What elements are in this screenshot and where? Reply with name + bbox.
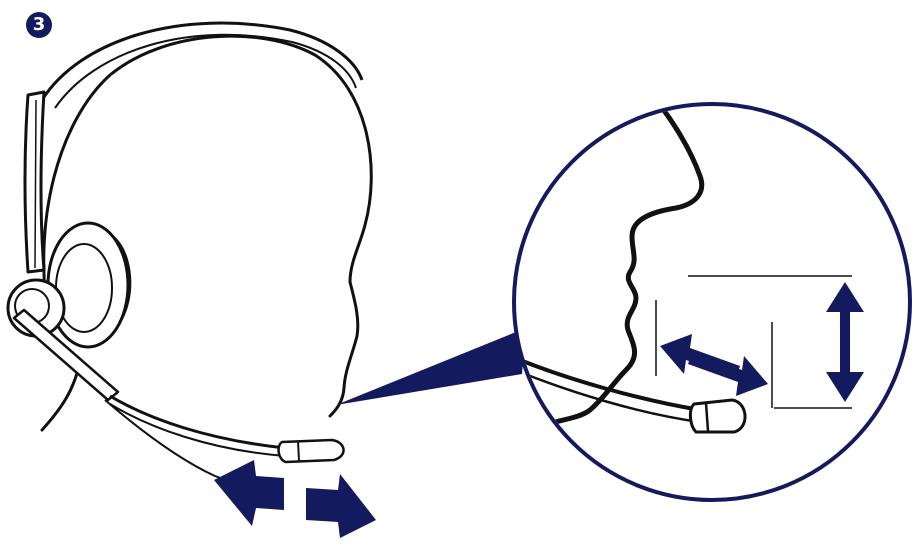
callout-pointer-icon bbox=[336, 328, 526, 405]
adjust-arrows-icon bbox=[214, 460, 376, 538]
magnifier-circle-icon bbox=[514, 100, 910, 500]
arrow-back-icon bbox=[214, 460, 284, 526]
step-number-badge: 3 bbox=[26, 12, 52, 38]
arrow-forward-icon bbox=[306, 474, 376, 538]
